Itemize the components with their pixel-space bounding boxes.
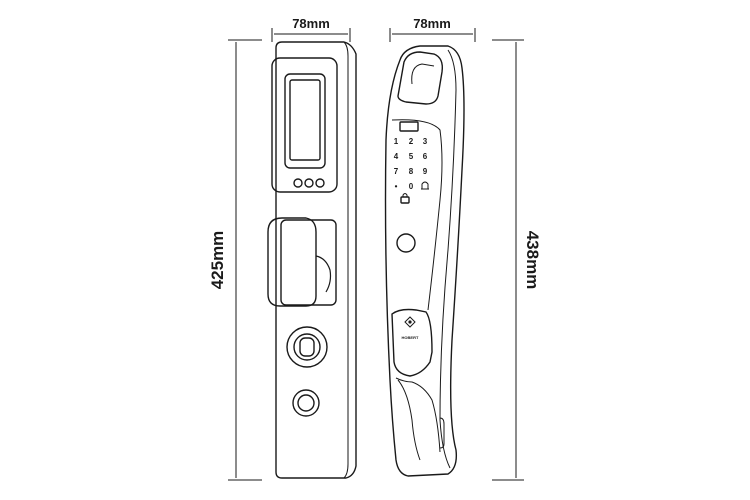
brand-label: HOBERT (402, 335, 419, 340)
brand-logo-icon (404, 316, 416, 328)
side-view (384, 45, 465, 477)
lower-button-outer (292, 389, 320, 417)
front-body-edge (343, 41, 349, 479)
key-3: 3 (423, 137, 428, 146)
key-6: 6 (423, 152, 428, 161)
handle-shaft (395, 377, 441, 453)
display-screen-frame (284, 73, 326, 169)
card-reader-slot (399, 121, 419, 132)
handle-pivot (315, 255, 332, 293)
key-4: 4 (394, 152, 399, 161)
face-camera-lens (411, 63, 435, 85)
doorbell-icon (421, 181, 429, 190)
key-5: 5 (409, 152, 414, 161)
handle-base (280, 219, 337, 306)
thumb-turn-knob (299, 337, 315, 357)
side-height-label: 438mm (523, 231, 542, 290)
front-view (267, 41, 357, 479)
key-7: 7 (394, 167, 399, 176)
key-2: 2 (409, 137, 414, 146)
display-screen (289, 79, 321, 161)
lock-icon-shackle (402, 193, 408, 197)
thumb-turn-inner (293, 333, 321, 361)
front-body-outline (275, 41, 357, 479)
brand-logo-dot (408, 320, 412, 324)
handle-grip-contour (397, 379, 421, 461)
key-8: 8 (409, 167, 414, 176)
handle-grip (391, 308, 433, 377)
key-9: 9 (423, 167, 428, 176)
lock-icon (400, 196, 410, 204)
keypad-panel-edge (391, 119, 443, 311)
key-dot: • (395, 182, 398, 191)
face-camera-housing (397, 51, 444, 105)
handle-lever (267, 217, 317, 307)
side-width-label: 78mm (413, 16, 451, 31)
front-width-label: 78mm (292, 16, 330, 31)
indicator-light-3 (315, 178, 325, 188)
fingerprint-reader (396, 233, 416, 253)
side-body-edge (439, 49, 457, 469)
key-0: 0 (409, 182, 414, 191)
front-height-label: 425mm (208, 231, 227, 290)
indicator-light-2 (304, 178, 314, 188)
side-body-outline (384, 45, 465, 477)
key-slot (439, 417, 445, 449)
thumb-turn-outer (286, 326, 328, 368)
display-housing (271, 57, 338, 193)
lower-button-inner (297, 394, 315, 412)
key-1: 1 (394, 137, 399, 146)
dimension-lines (228, 28, 524, 481)
indicator-light-1 (293, 178, 303, 188)
keypad: 1 2 3 4 5 6 7 8 9 • 0 (394, 137, 429, 191)
